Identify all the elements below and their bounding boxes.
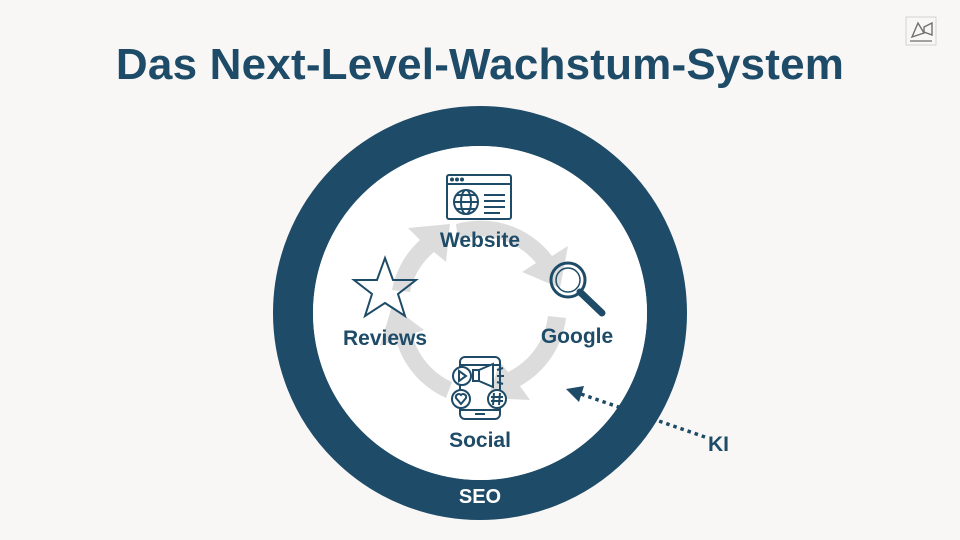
- external-label-ki: KI: [708, 433, 729, 456]
- ki-arrow: [566, 386, 706, 439]
- page-title: Das Next-Level-Wachstum-System: [115, 40, 845, 89]
- smartphone-social-icon: [451, 356, 507, 420]
- cycle-arrows: [380, 220, 568, 400]
- node-label-reviews: Reviews: [342, 327, 428, 350]
- node-label-website: Website: [439, 229, 521, 252]
- node-label-social: Social: [449, 429, 511, 452]
- seo-ring: [273, 106, 687, 520]
- magnifier-icon: [549, 261, 606, 317]
- inner-circle: [313, 146, 647, 480]
- star-icon: [351, 255, 419, 319]
- ring-label-seo: SEO: [458, 486, 502, 508]
- browser-globe-icon: [446, 174, 512, 220]
- megaphone-logo-icon: [905, 16, 937, 46]
- node-label-google: Google: [540, 325, 614, 348]
